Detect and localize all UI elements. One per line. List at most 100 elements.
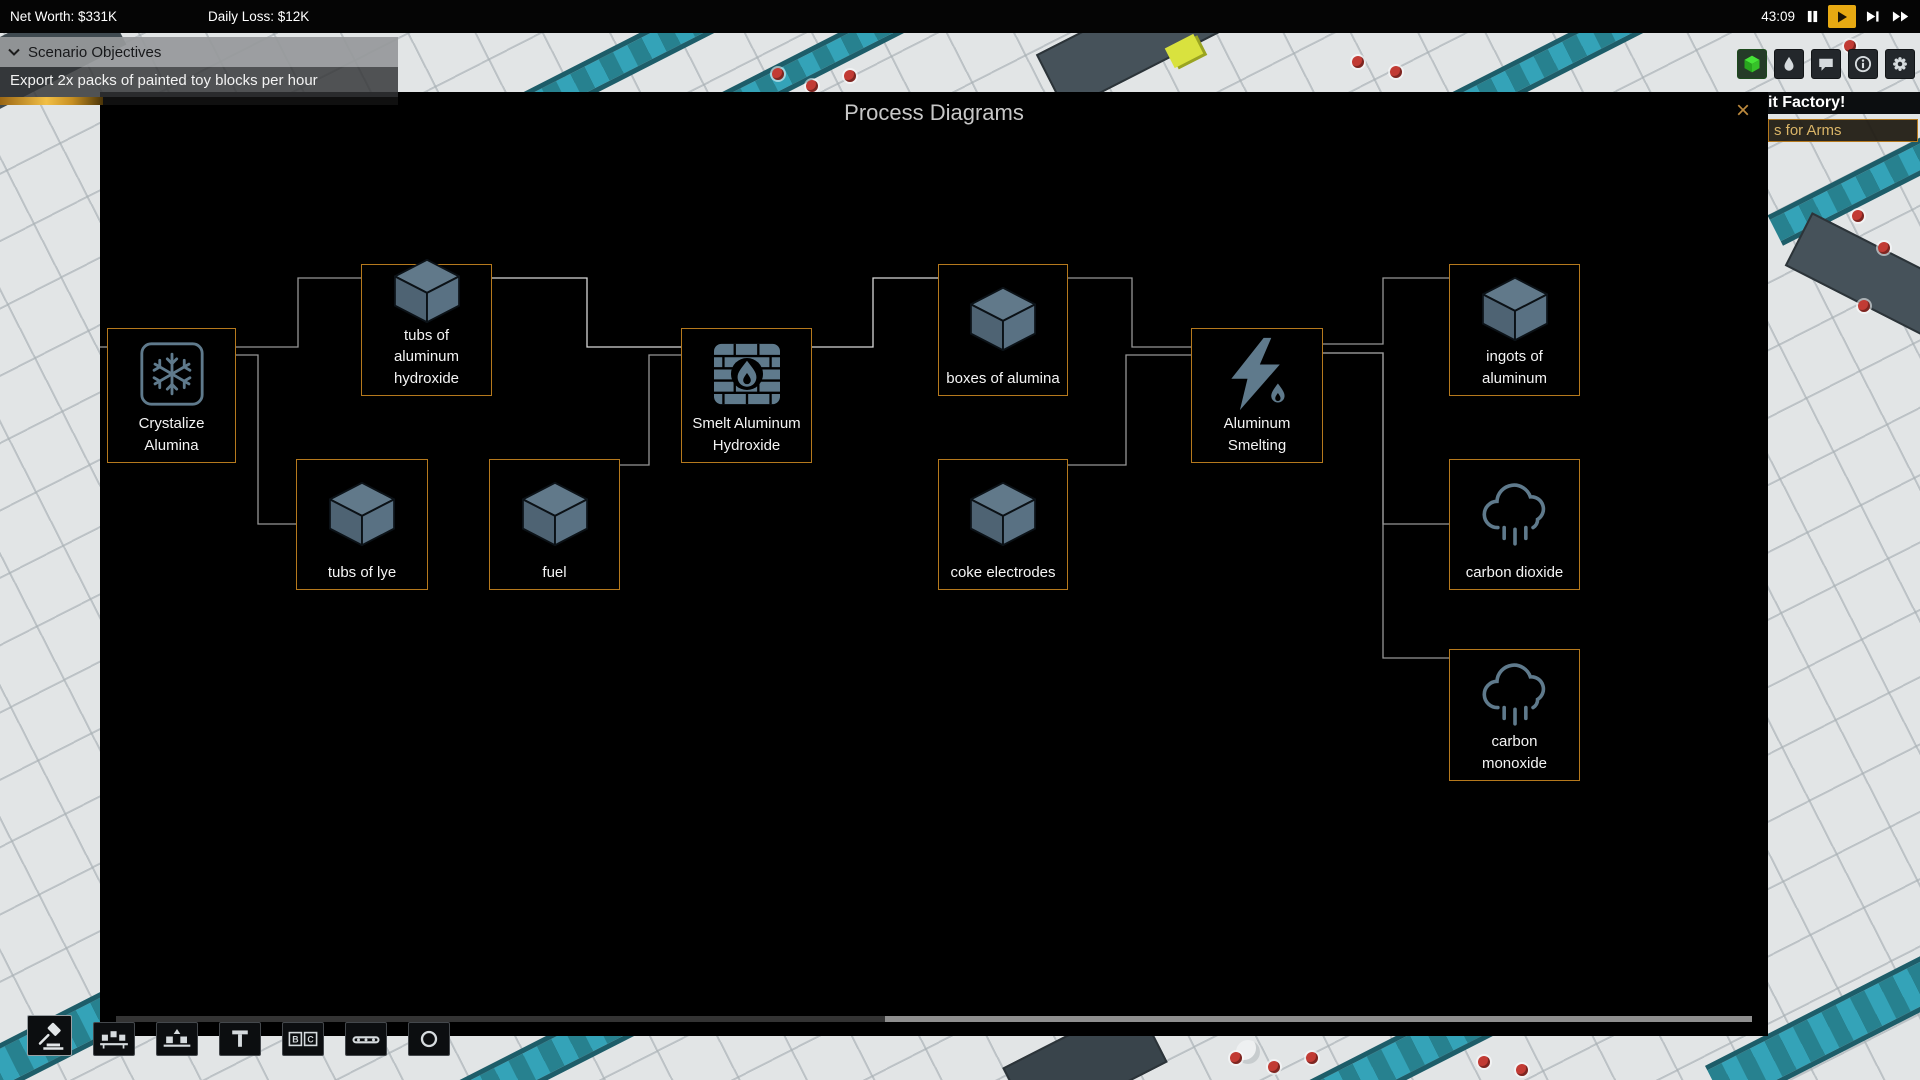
edge-crystalize-alumina-to-tubs-of-lye — [236, 354, 296, 525]
time-controls: 43:09 — [1761, 0, 1913, 33]
diagram-node-boxes-of-alumina[interactable]: boxes of alumina — [938, 264, 1068, 396]
tool-button-belt[interactable] — [345, 1022, 387, 1056]
furnace-icon — [711, 335, 783, 413]
cube-icon — [965, 271, 1041, 368]
press-icon — [226, 1026, 254, 1052]
ring-icon — [415, 1026, 443, 1052]
info-icon — [1854, 55, 1872, 73]
diagram-node-tubs-of-aluminum-hydroxide[interactable]: tubs of aluminum hydroxide — [361, 258, 492, 396]
tool-button-conveyor-arrow[interactable] — [156, 1022, 198, 1056]
chevron-down-icon — [8, 48, 20, 56]
edge-aluminum-smelting-to-carbon-monoxide — [1323, 352, 1449, 659]
ffwd-icon — [1892, 10, 1910, 23]
bg-red-dot — [1390, 66, 1402, 78]
gear-icon — [1891, 55, 1909, 73]
top-status-bar: Net Worth: $331K Daily Loss: $12K 43:09 — [0, 0, 1920, 33]
node-label: tubs of lye — [327, 563, 397, 581]
bg-red-dot — [1478, 1056, 1490, 1068]
play-button[interactable] — [1828, 5, 1856, 28]
conveyor-arrow-icon — [162, 1026, 192, 1052]
diagram-node-ingots-of-aluminum[interactable]: ingots of aluminum — [1449, 264, 1580, 396]
bg-red-dot — [1858, 300, 1870, 312]
hud-button-info[interactable] — [1848, 49, 1878, 79]
diagram-node-carbon-dioxide[interactable]: carbon dioxide — [1449, 459, 1580, 590]
cube-icon — [517, 466, 593, 562]
hud-button-processes[interactable] — [1737, 49, 1767, 79]
diagram-node-smelt-aluminum-hydroxide[interactable]: Smelt Aluminum Hydroxide — [681, 328, 812, 463]
edge-tubs-of-aluminum-hydroxide-to-smelt-aluminum-hydroxide — [492, 277, 681, 348]
bg-red-dot — [1516, 1064, 1528, 1076]
process-diagrams-modal: Process Diagrams × Crystalize Alumina tub… — [100, 92, 1768, 1036]
cube-icon — [389, 257, 465, 325]
net-worth-stat: Net Worth: $331K — [10, 9, 118, 24]
arms-panel: s for Arms — [1768, 119, 1918, 142]
game-clock: 43:09 — [1761, 9, 1795, 24]
objectives-title: Scenario Objectives — [28, 43, 162, 61]
tool-button-conveyor-items[interactable] — [93, 1022, 135, 1056]
bg-red-dot — [772, 68, 784, 80]
diagram-scrollbar-thumb[interactable] — [884, 1016, 1752, 1022]
step-icon — [1865, 10, 1880, 23]
node-label: carbon dioxide — [1465, 563, 1564, 581]
node-label: Smelt Aluminum Hydroxide — [692, 415, 801, 454]
hud-button-row — [1737, 49, 1915, 79]
cube-icon — [324, 466, 400, 562]
bg-red-dot — [806, 80, 818, 92]
factory-cube-icon — [1742, 54, 1762, 74]
bg-red-dot — [1352, 56, 1364, 68]
edge-aluminum-smelting-to-carbon-dioxide — [1323, 352, 1449, 525]
tool-button-press[interactable] — [219, 1022, 261, 1056]
play-icon — [1835, 10, 1849, 24]
conveyor-items-icon — [98, 1026, 130, 1052]
node-label: fuel — [542, 563, 567, 581]
chat-icon — [1817, 55, 1835, 73]
pause-button[interactable] — [1803, 8, 1822, 25]
diagram-scrollbar-track[interactable] — [116, 1016, 1752, 1022]
svg-text:C: C — [307, 1035, 314, 1045]
diagram-node-tubs-of-lye[interactable]: tubs of lye — [296, 459, 428, 590]
diagram-node-carbon-monoxide[interactable]: carbon monoxide — [1449, 649, 1580, 781]
droplet-icon — [1780, 55, 1798, 73]
process-diagram: Crystalize Alumina tubs of aluminum hydro… — [100, 92, 1768, 1036]
hud-button-settings[interactable] — [1885, 49, 1915, 79]
hud-button-messages[interactable] — [1811, 49, 1841, 79]
cube-icon — [965, 466, 1041, 562]
objectives-panel: Scenario Objectives Export 2x packs of p… — [0, 37, 398, 105]
diagram-node-aluminum-smelting[interactable]: Aluminum Smelting — [1191, 328, 1323, 463]
diagram-node-crystalize-alumina[interactable]: Crystalize Alumina — [107, 328, 236, 463]
objective-progress-fill — [0, 97, 104, 105]
svg-text:B: B — [292, 1035, 298, 1045]
edge-smelt-aluminum-hydroxide-to-boxes-of-alumina — [812, 277, 938, 348]
edge-fuel-to-smelt-aluminum-hydroxide — [620, 354, 681, 466]
bg-machine-right — [1784, 212, 1920, 352]
daily-loss-stat: Daily Loss: $12K — [208, 9, 310, 24]
fast-forward-button[interactable] — [1889, 8, 1913, 25]
diagram-node-fuel[interactable]: fuel — [489, 459, 620, 590]
tool-button-demolish[interactable] — [27, 1015, 72, 1056]
bg-red-dot — [1878, 242, 1890, 254]
bg-red-dot — [1268, 1061, 1280, 1073]
step-forward-button[interactable] — [1862, 8, 1883, 25]
bg-red-dot — [1306, 1052, 1318, 1064]
node-label: ingots of aluminum — [1481, 348, 1548, 387]
close-icon[interactable]: × — [1730, 98, 1756, 124]
objectives-header[interactable]: Scenario Objectives — [0, 37, 398, 67]
snowflake-icon — [139, 335, 205, 413]
edge-crystalize-alumina-to-tubs-of-aluminum-hydroxide — [236, 277, 361, 348]
node-label: Crystalize Alumina — [138, 415, 205, 454]
hud-button-fluids[interactable] — [1774, 49, 1804, 79]
exit-factory-button[interactable]: it Factory! — [1768, 92, 1920, 114]
cube-icon — [1477, 271, 1553, 346]
diagram-node-coke-electrodes[interactable]: coke electrodes — [938, 459, 1068, 590]
lightning-icon — [1219, 335, 1295, 413]
tool-button-ring[interactable] — [408, 1022, 450, 1056]
bg-red-dot — [1230, 1052, 1242, 1064]
bg-red-dot — [1852, 210, 1864, 222]
node-label: carbon monoxide — [1481, 733, 1548, 772]
node-label: tubs of aluminum hydroxide — [393, 327, 460, 387]
modal-title: Process Diagrams — [844, 100, 1024, 125]
